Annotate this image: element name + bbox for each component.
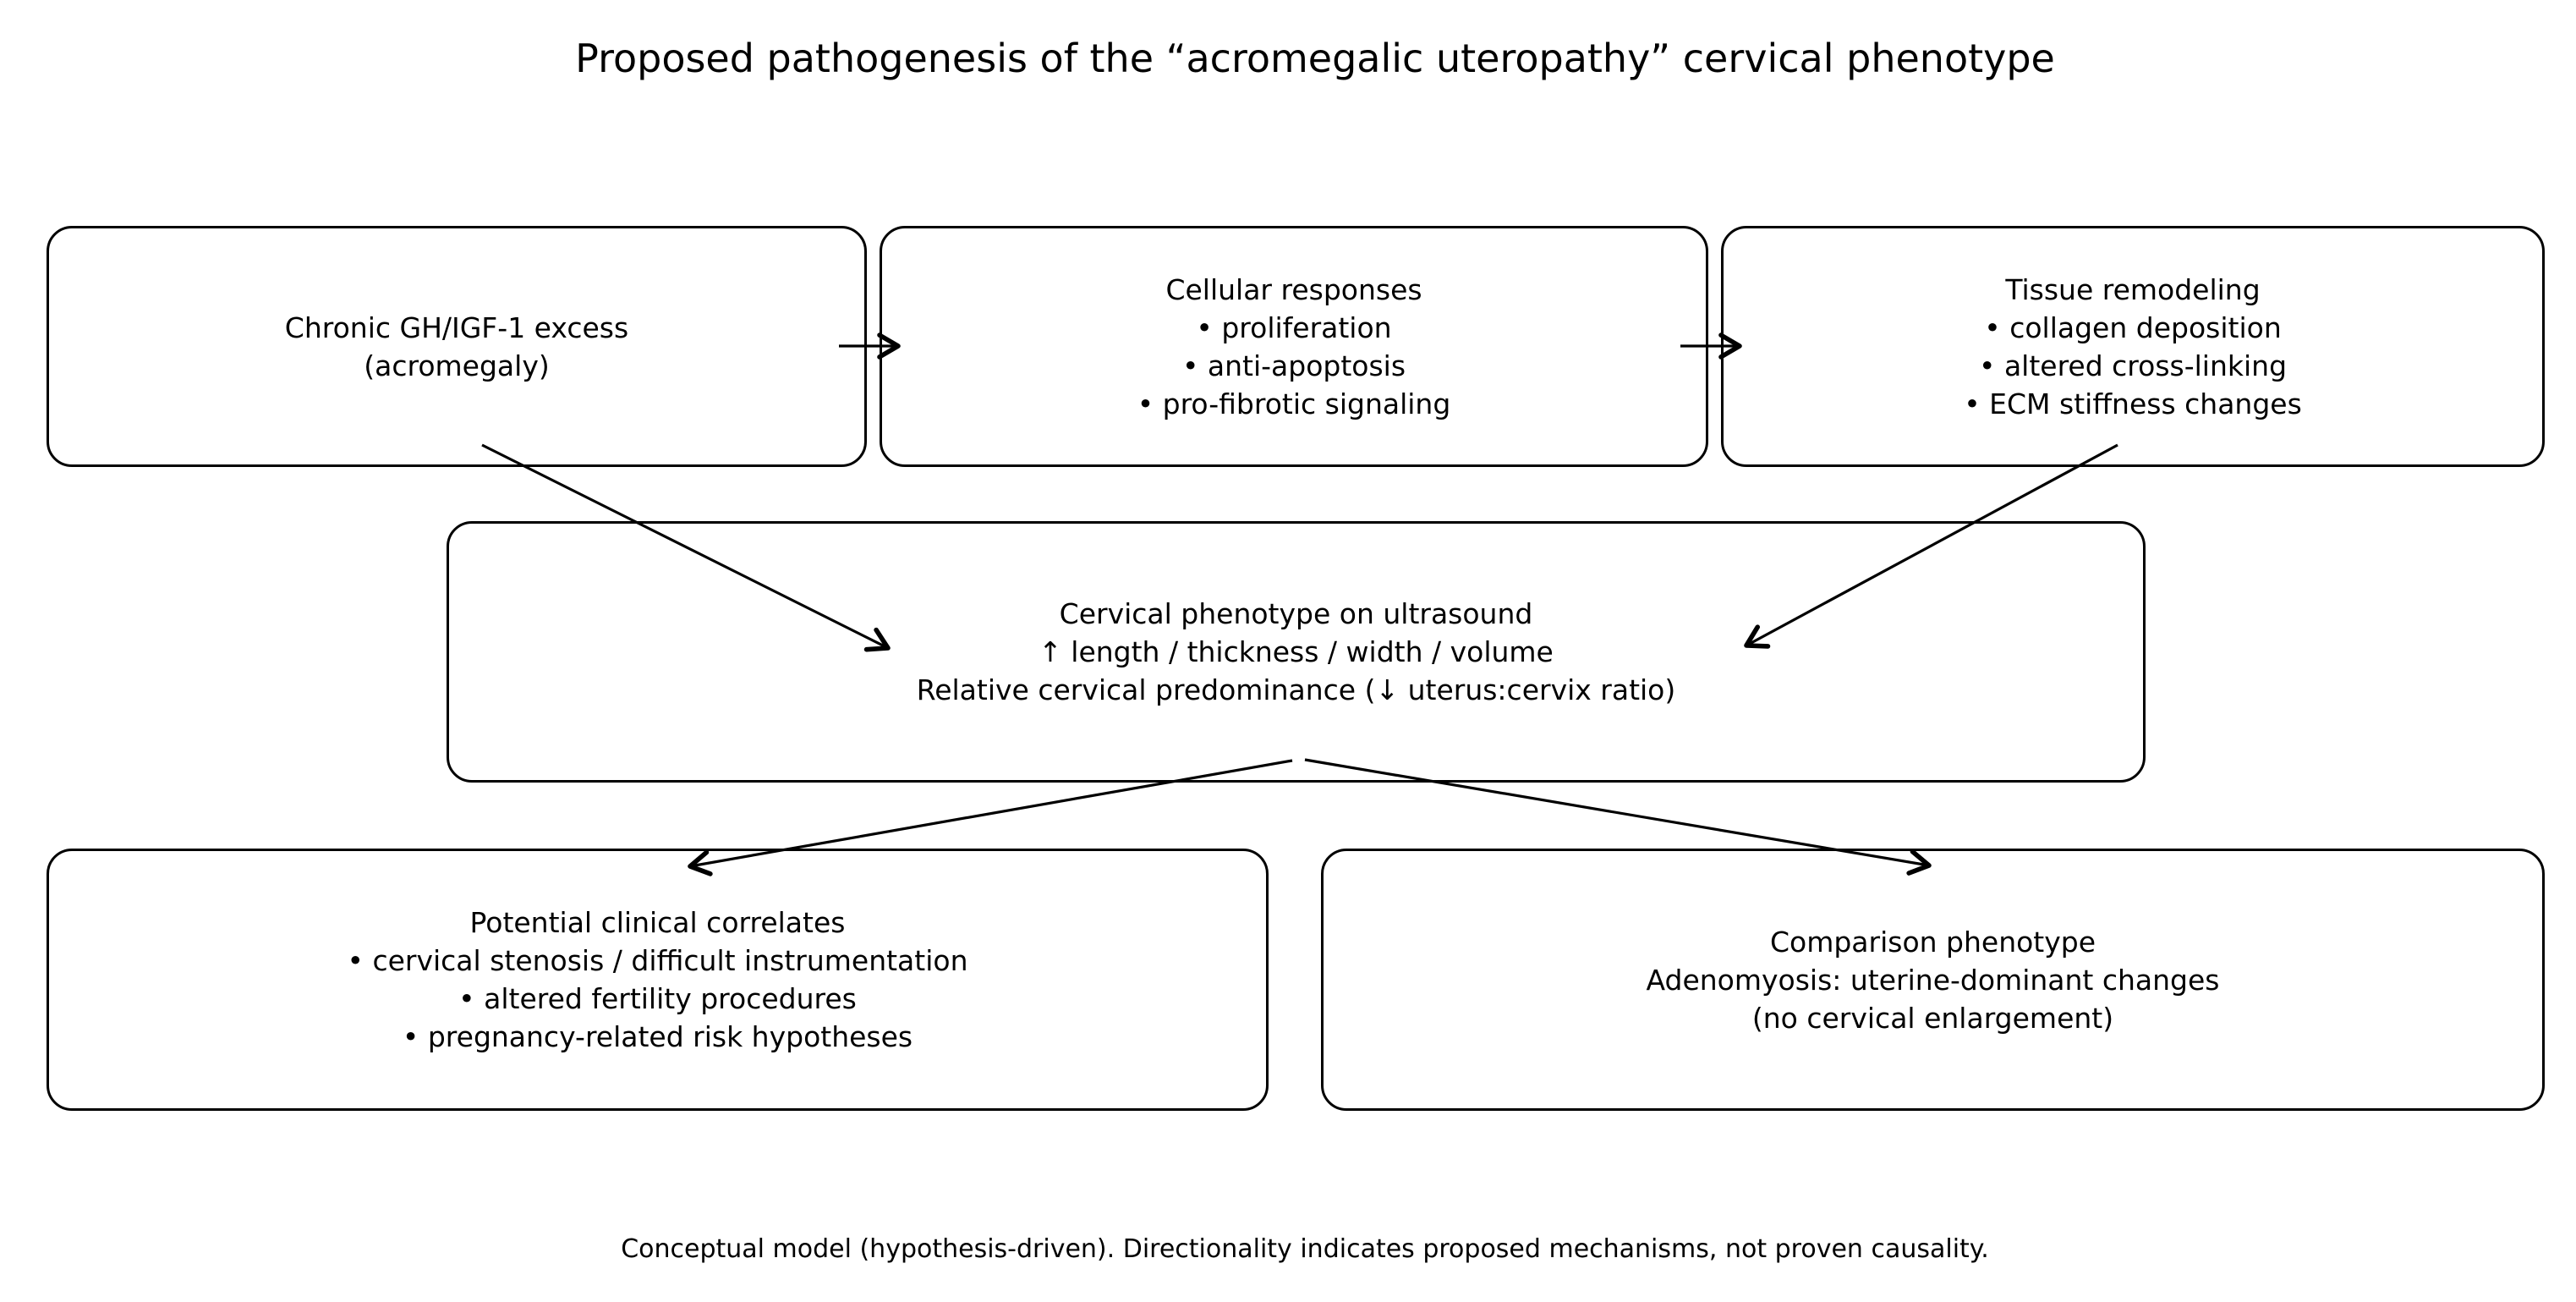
box-line: • pro-fibrotic signaling bbox=[1137, 387, 1451, 420]
box-cervical-phenotype-ultrasound: Cervical phenotype on ultrasound ↑ lengt… bbox=[447, 521, 2146, 783]
box-line: • altered fertility procedures bbox=[458, 982, 857, 1015]
box-cellular-responses: Cellular responses • proliferation • ant… bbox=[880, 226, 1708, 467]
box-line: Cervical phenotype on ultrasound bbox=[1059, 597, 1533, 630]
box-line: Potential clinical correlates bbox=[469, 906, 846, 939]
box-line: Adenomyosis: uterine-dominant changes bbox=[1646, 963, 2220, 997]
box-line: Relative cervical predominance (↓ uterus… bbox=[916, 673, 1676, 706]
box-line: • cervical stenosis / difficult instrume… bbox=[347, 944, 968, 977]
diagram-title: Proposed pathogenesis of the “acromegali… bbox=[575, 36, 2055, 81]
box-line: (acromegaly) bbox=[364, 349, 550, 382]
box-line: • ECM stiffness changes bbox=[1964, 387, 2302, 420]
box-potential-clinical-correlates: Potential clinical correlates • cervical… bbox=[47, 849, 1269, 1111]
box-line: ↑ length / thickness / width / volume bbox=[1039, 635, 1554, 668]
box-chronic-gh-igf1-excess: Chronic GH/IGF-1 excess (acromegaly) bbox=[47, 226, 867, 467]
diagram-caption: Conceptual model (hypothesis-driven). Di… bbox=[621, 1234, 1989, 1264]
box-line: (no cervical enlargement) bbox=[1751, 1001, 2114, 1035]
box-tissue-remodeling: Tissue remodeling • collagen deposition … bbox=[1721, 226, 2545, 467]
box-line: • pregnancy-related risk hypotheses bbox=[402, 1020, 913, 1053]
box-line: • altered cross-linking bbox=[1978, 349, 2288, 382]
box-line: • anti-apoptosis bbox=[1181, 349, 1406, 382]
box-line: • collagen deposition bbox=[1984, 310, 2282, 344]
box-line: Cellular responses bbox=[1165, 272, 1422, 306]
box-line: Tissue remodeling bbox=[2005, 272, 2261, 306]
box-comparison-phenotype: Comparison phenotype Adenomyosis: uterin… bbox=[1321, 849, 2545, 1111]
box-line: • proliferation bbox=[1196, 310, 1392, 344]
box-line: Comparison phenotype bbox=[1769, 925, 2096, 959]
box-line: Chronic GH/IGF-1 excess bbox=[284, 310, 629, 344]
